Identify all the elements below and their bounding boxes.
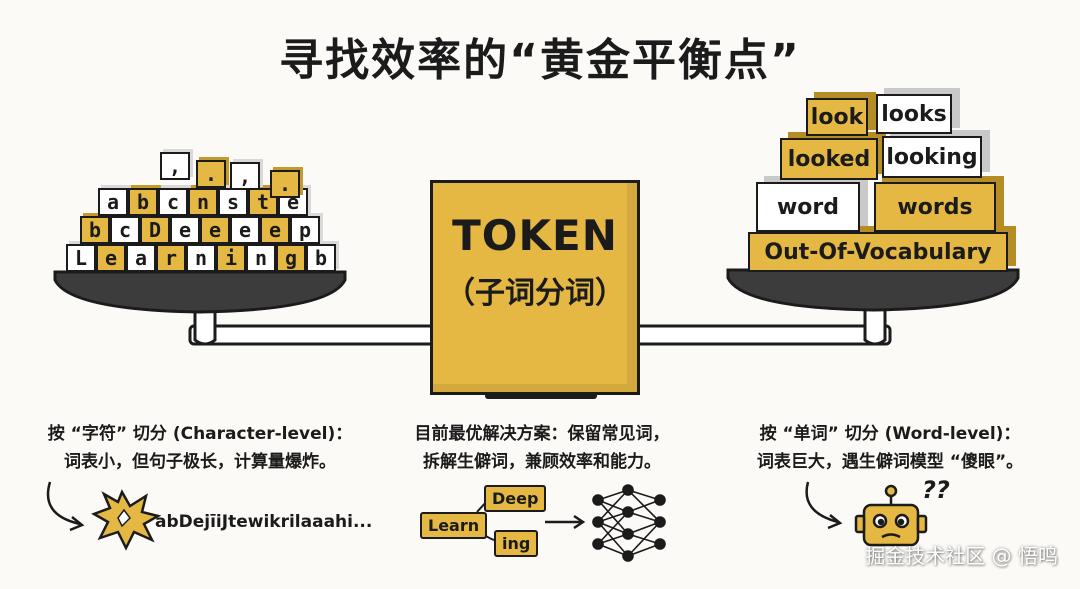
- letter-cube: ,: [160, 152, 190, 180]
- letter-cube: p: [290, 216, 320, 244]
- letter-cube: s: [218, 188, 248, 216]
- subword-tag: Learn: [420, 512, 488, 539]
- robot-icon: [854, 484, 928, 547]
- token-box: TOKEN （子词分词）: [430, 180, 640, 395]
- right-pan: [726, 268, 1020, 312]
- letter-cube: g: [276, 244, 306, 272]
- word-block: look: [806, 98, 868, 136]
- letter-cube: b: [306, 244, 336, 272]
- arrow-icon: [805, 481, 839, 524]
- letter-cube: D: [140, 216, 170, 244]
- letter-cube: n: [186, 244, 216, 272]
- question-marks: ??: [922, 476, 950, 504]
- letter-cube: b: [128, 188, 158, 216]
- subword-tag: Deep: [484, 485, 547, 512]
- letter-cube: .: [270, 170, 300, 198]
- subword-tag: ing: [494, 530, 539, 557]
- word-block: word: [756, 182, 860, 232]
- watermark: 掘金技术社区 @ 悟鸣: [865, 544, 1058, 568]
- letter-cube: i: [216, 244, 246, 272]
- letter-cube: e: [230, 216, 260, 244]
- letter-cube: .: [196, 160, 226, 188]
- page-title: 寻找效率的“黄金平衡点”: [279, 35, 801, 86]
- left-pan: [53, 270, 347, 314]
- word-block: Out-Of-Vocabulary: [748, 232, 1008, 272]
- letter-cube: a: [98, 188, 128, 216]
- caption-word-level: 按 “单词” 切分 (Word-level)： 词表巨大，遇生僻词模型 “傻眼”…: [756, 424, 1024, 472]
- character-sequence-example: abDejīiJtewikrilaaahi...: [155, 512, 373, 532]
- letter-cube: L: [66, 244, 96, 272]
- word-block: looks: [876, 94, 952, 134]
- letter-cube: e: [260, 216, 290, 244]
- word-block: looked: [780, 138, 878, 180]
- token-label: TOKEN: [452, 211, 618, 260]
- letter-cube: e: [170, 216, 200, 244]
- letter-cube: r: [156, 244, 186, 272]
- letter-cube: b: [80, 216, 110, 244]
- word-block: words: [874, 182, 996, 232]
- letter-cube: n: [246, 244, 276, 272]
- word-block: looking: [882, 136, 982, 178]
- letter-cube: c: [158, 188, 188, 216]
- letter-cube: a: [126, 244, 156, 272]
- letter-cube: e: [200, 216, 230, 244]
- arrow-icon: [46, 481, 81, 526]
- caption-subword: 目前最优解决方案：保留常见词， 拆解生僻词，兼顾效率和能力。: [414, 424, 670, 472]
- caption-character-level: 按 “字符” 切分 (Character-level)： 词表小，但句子极长，计…: [47, 424, 353, 472]
- letter-cube: c: [110, 216, 140, 244]
- letter-cube: n: [188, 188, 218, 216]
- token-sublabel: （子词分词）: [445, 276, 625, 311]
- letter-cube: ,: [230, 162, 260, 190]
- neural-network-icon: [592, 484, 666, 562]
- letter-cube: e: [96, 244, 126, 272]
